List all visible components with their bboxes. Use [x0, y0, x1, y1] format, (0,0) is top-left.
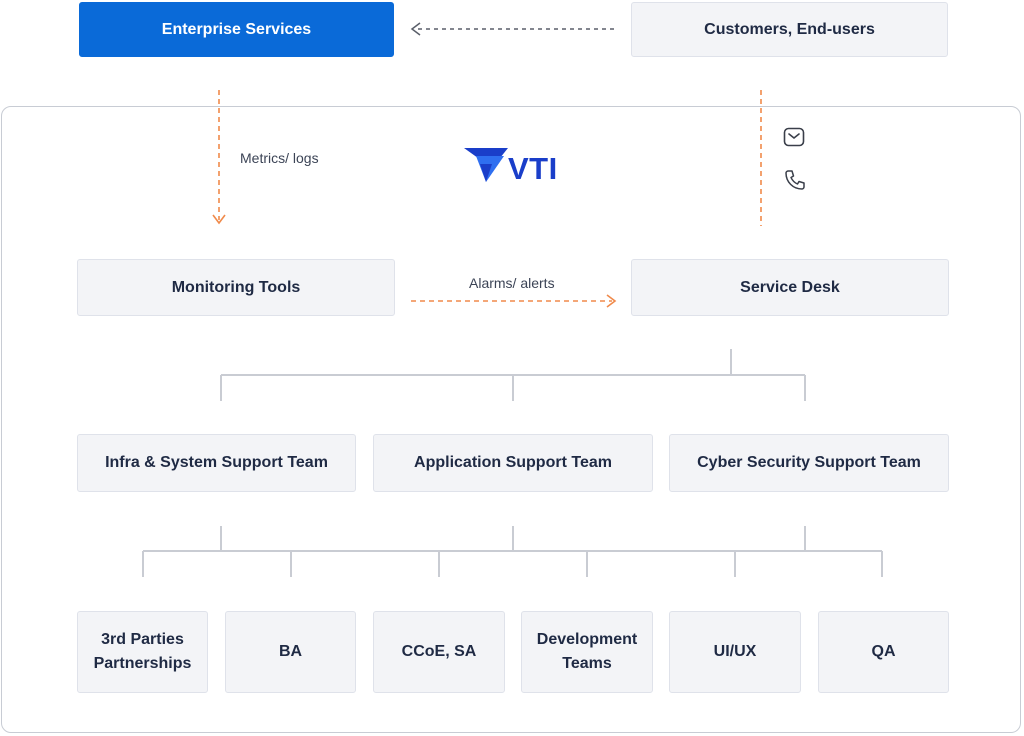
group-node: 3rd Parties Partnerships: [77, 611, 208, 693]
group-label: Development Teams: [536, 631, 638, 672]
vti-logo-mark-icon: [464, 148, 508, 182]
team-label: Application Support Team: [414, 454, 612, 471]
team-node: Application Support Team: [373, 434, 653, 492]
alarms-label: Alarms/ alerts: [469, 275, 555, 291]
customers-node: Customers, End-users: [631, 2, 948, 57]
service-desk-label: Service Desk: [740, 278, 840, 296]
alarms-arrowhead: [606, 294, 617, 308]
group-label: BA: [278, 643, 303, 660]
group-label: 3rd Parties Partnerships: [93, 631, 192, 672]
group-node: CCoE, SA: [373, 611, 505, 693]
group-label: UI/UX: [713, 643, 757, 660]
customers-label: Customers, End-users: [704, 20, 875, 38]
team-label: Infra & System Support Team: [105, 454, 328, 471]
team-node: Infra & System Support Team: [77, 434, 356, 492]
group-node: BA: [225, 611, 356, 693]
group-node: QA: [818, 611, 949, 693]
service-desk-node: Service Desk: [631, 259, 949, 316]
group-label: CCoE, SA: [401, 643, 477, 660]
monitoring-tools-node: Monitoring Tools: [77, 259, 395, 316]
group-node: UI/UX: [669, 611, 801, 693]
group-label: QA: [871, 643, 896, 660]
team-label: Cyber Security Support Team: [697, 454, 921, 471]
enterprise-services-node: Enterprise Services: [79, 2, 394, 57]
desk-to-teams-tree: [220, 349, 806, 401]
team-node: Cyber Security Support Team: [669, 434, 949, 492]
phone-icon: [785, 170, 805, 190]
vti-logo-text: VTI: [508, 151, 558, 186]
metrics-arrowhead: [212, 214, 226, 225]
metrics-label: Metrics/ logs: [240, 150, 319, 166]
monitoring-tools-label: Monitoring Tools: [171, 278, 301, 296]
mail-icon: [783, 127, 805, 147]
enterprise-services-label: Enterprise Services: [161, 20, 312, 38]
group-node: Development Teams: [521, 611, 653, 693]
customers-arrowhead: [410, 22, 421, 36]
teams-to-groups-tree: [142, 526, 883, 577]
